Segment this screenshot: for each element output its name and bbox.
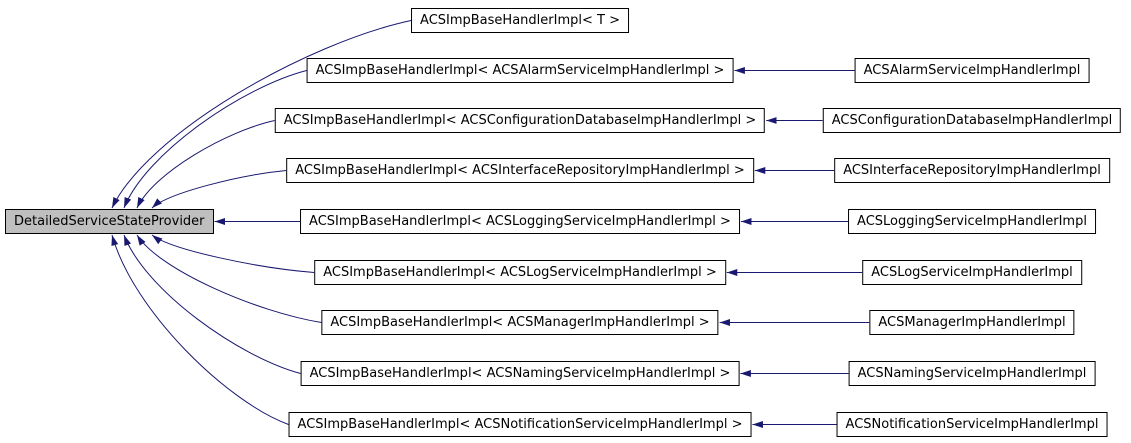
edge-inheritance-2 [136,120,275,209]
node-impl-notificationservice[interactable]: ACSNotificationServiceImpHandlerImpl [836,412,1108,437]
node-impl-loggingservice[interactable]: ACSLoggingServiceImpHandlerImpl [848,209,1096,234]
node-impl-interfacerepository[interactable]: ACSInterfaceRepositoryImpHandlerImpl [834,158,1110,183]
node-template-logservice[interactable]: ACSImpBaseHandlerImpl< ACSLogServiceImpH… [314,260,726,285]
node-template-manager[interactable]: ACSImpBaseHandlerImpl< ACSManagerImpHand… [321,310,719,335]
edge-inheritance-3 [151,170,287,209]
node-detailedservicestateprovider: DetailedServiceStateProvider [5,209,214,234]
node-impl-configurationdatabase[interactable]: ACSConfigurationDatabaseImpHandlerImpl [822,108,1122,133]
edge-inheritance-0 [111,20,412,209]
node-impl-namingservice[interactable]: ACSNamingServiceImpHandlerImpl [848,361,1096,386]
edge-inheritance-6 [136,234,322,323]
node-template-notificationservice[interactable]: ACSImpBaseHandlerImpl< ACSNotificationSe… [288,412,752,437]
node-impl-logservice[interactable]: ACSLogServiceImpHandlerImpl [862,260,1082,285]
node-template-loggingservice[interactable]: ACSImpBaseHandlerImpl< ACSLoggingService… [300,209,740,234]
node-template-namingservice[interactable]: ACSImpBaseHandlerImpl< ACSNamingServiceI… [300,361,740,386]
node-template-acsimpbasehandlerimpl-t[interactable]: ACSImpBaseHandlerImpl< T > [411,8,629,33]
edge-inheritance-7 [123,234,301,374]
node-impl-manager[interactable]: ACSManagerImpHandlerImpl [869,310,1075,335]
edge-inheritance-5 [151,234,315,273]
node-template-configurationdatabase[interactable]: ACSImpBaseHandlerImpl< ACSConfigurationD… [274,108,766,133]
edge-inheritance-1 [123,70,307,209]
node-template-alarmservice[interactable]: ACSImpBaseHandlerImpl< ACSAlarmServiceIm… [306,58,734,83]
edge-inheritance-8 [111,234,289,425]
node-impl-alarmservice[interactable]: ACSAlarmServiceImpHandlerImpl [854,58,1090,83]
node-template-interfacerepository[interactable]: ACSImpBaseHandlerImpl< ACSInterfaceRepos… [286,158,754,183]
